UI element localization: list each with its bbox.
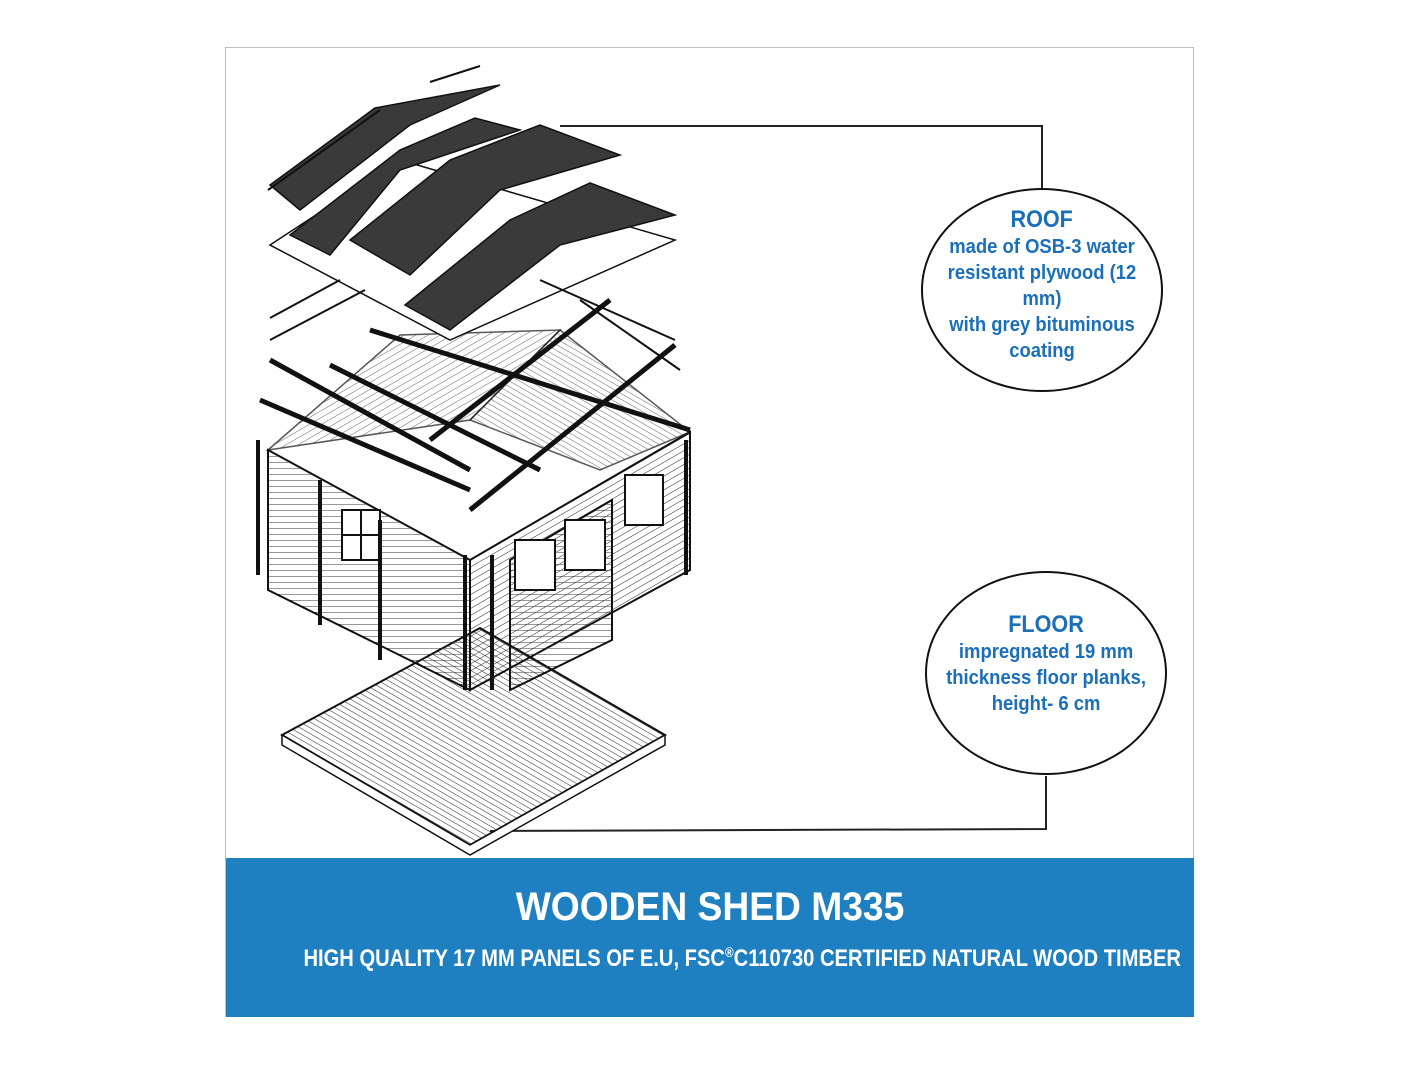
roof-panels <box>268 84 678 331</box>
window-door <box>514 539 556 591</box>
roof-callout: ROOF made of OSB-3 water resistant plywo… <box>921 188 1163 392</box>
left-wall <box>267 448 471 692</box>
roof-title: ROOF <box>1010 206 1074 233</box>
roof-description: made of OSB-3 water resistant plywood (1… <box>947 235 1137 362</box>
registered-mark: ® <box>724 944 734 960</box>
product-banner: WOODEN SHED M335 HIGH QUALITY 17 MM PANE… <box>226 858 1194 1017</box>
floor-description: impregnated 19 mm thickness floor planks… <box>946 640 1146 715</box>
product-subtitle: HIGH QUALITY 17 MM PANELS OF E.U, FSC®C1… <box>303 944 1181 973</box>
roof-trims <box>267 65 681 371</box>
subtitle-part1: HIGH QUALITY 17 MM PANELS OF E.U, FSC <box>303 945 725 972</box>
roof-rafters <box>259 298 691 512</box>
roof-connector-line <box>560 125 1043 188</box>
floor-callout: FLOOR impregnated 19 mm thickness floor … <box>925 571 1167 775</box>
subtitle-part2: C110730 CERTIFIED NATURAL WOOD TIMBER <box>733 945 1181 972</box>
posts <box>256 440 688 690</box>
product-title: WOODEN SHED M335 <box>515 885 905 929</box>
floor-connector-line <box>489 776 1047 832</box>
floor-title: FLOOR <box>1008 611 1084 638</box>
window-right <box>624 474 664 526</box>
